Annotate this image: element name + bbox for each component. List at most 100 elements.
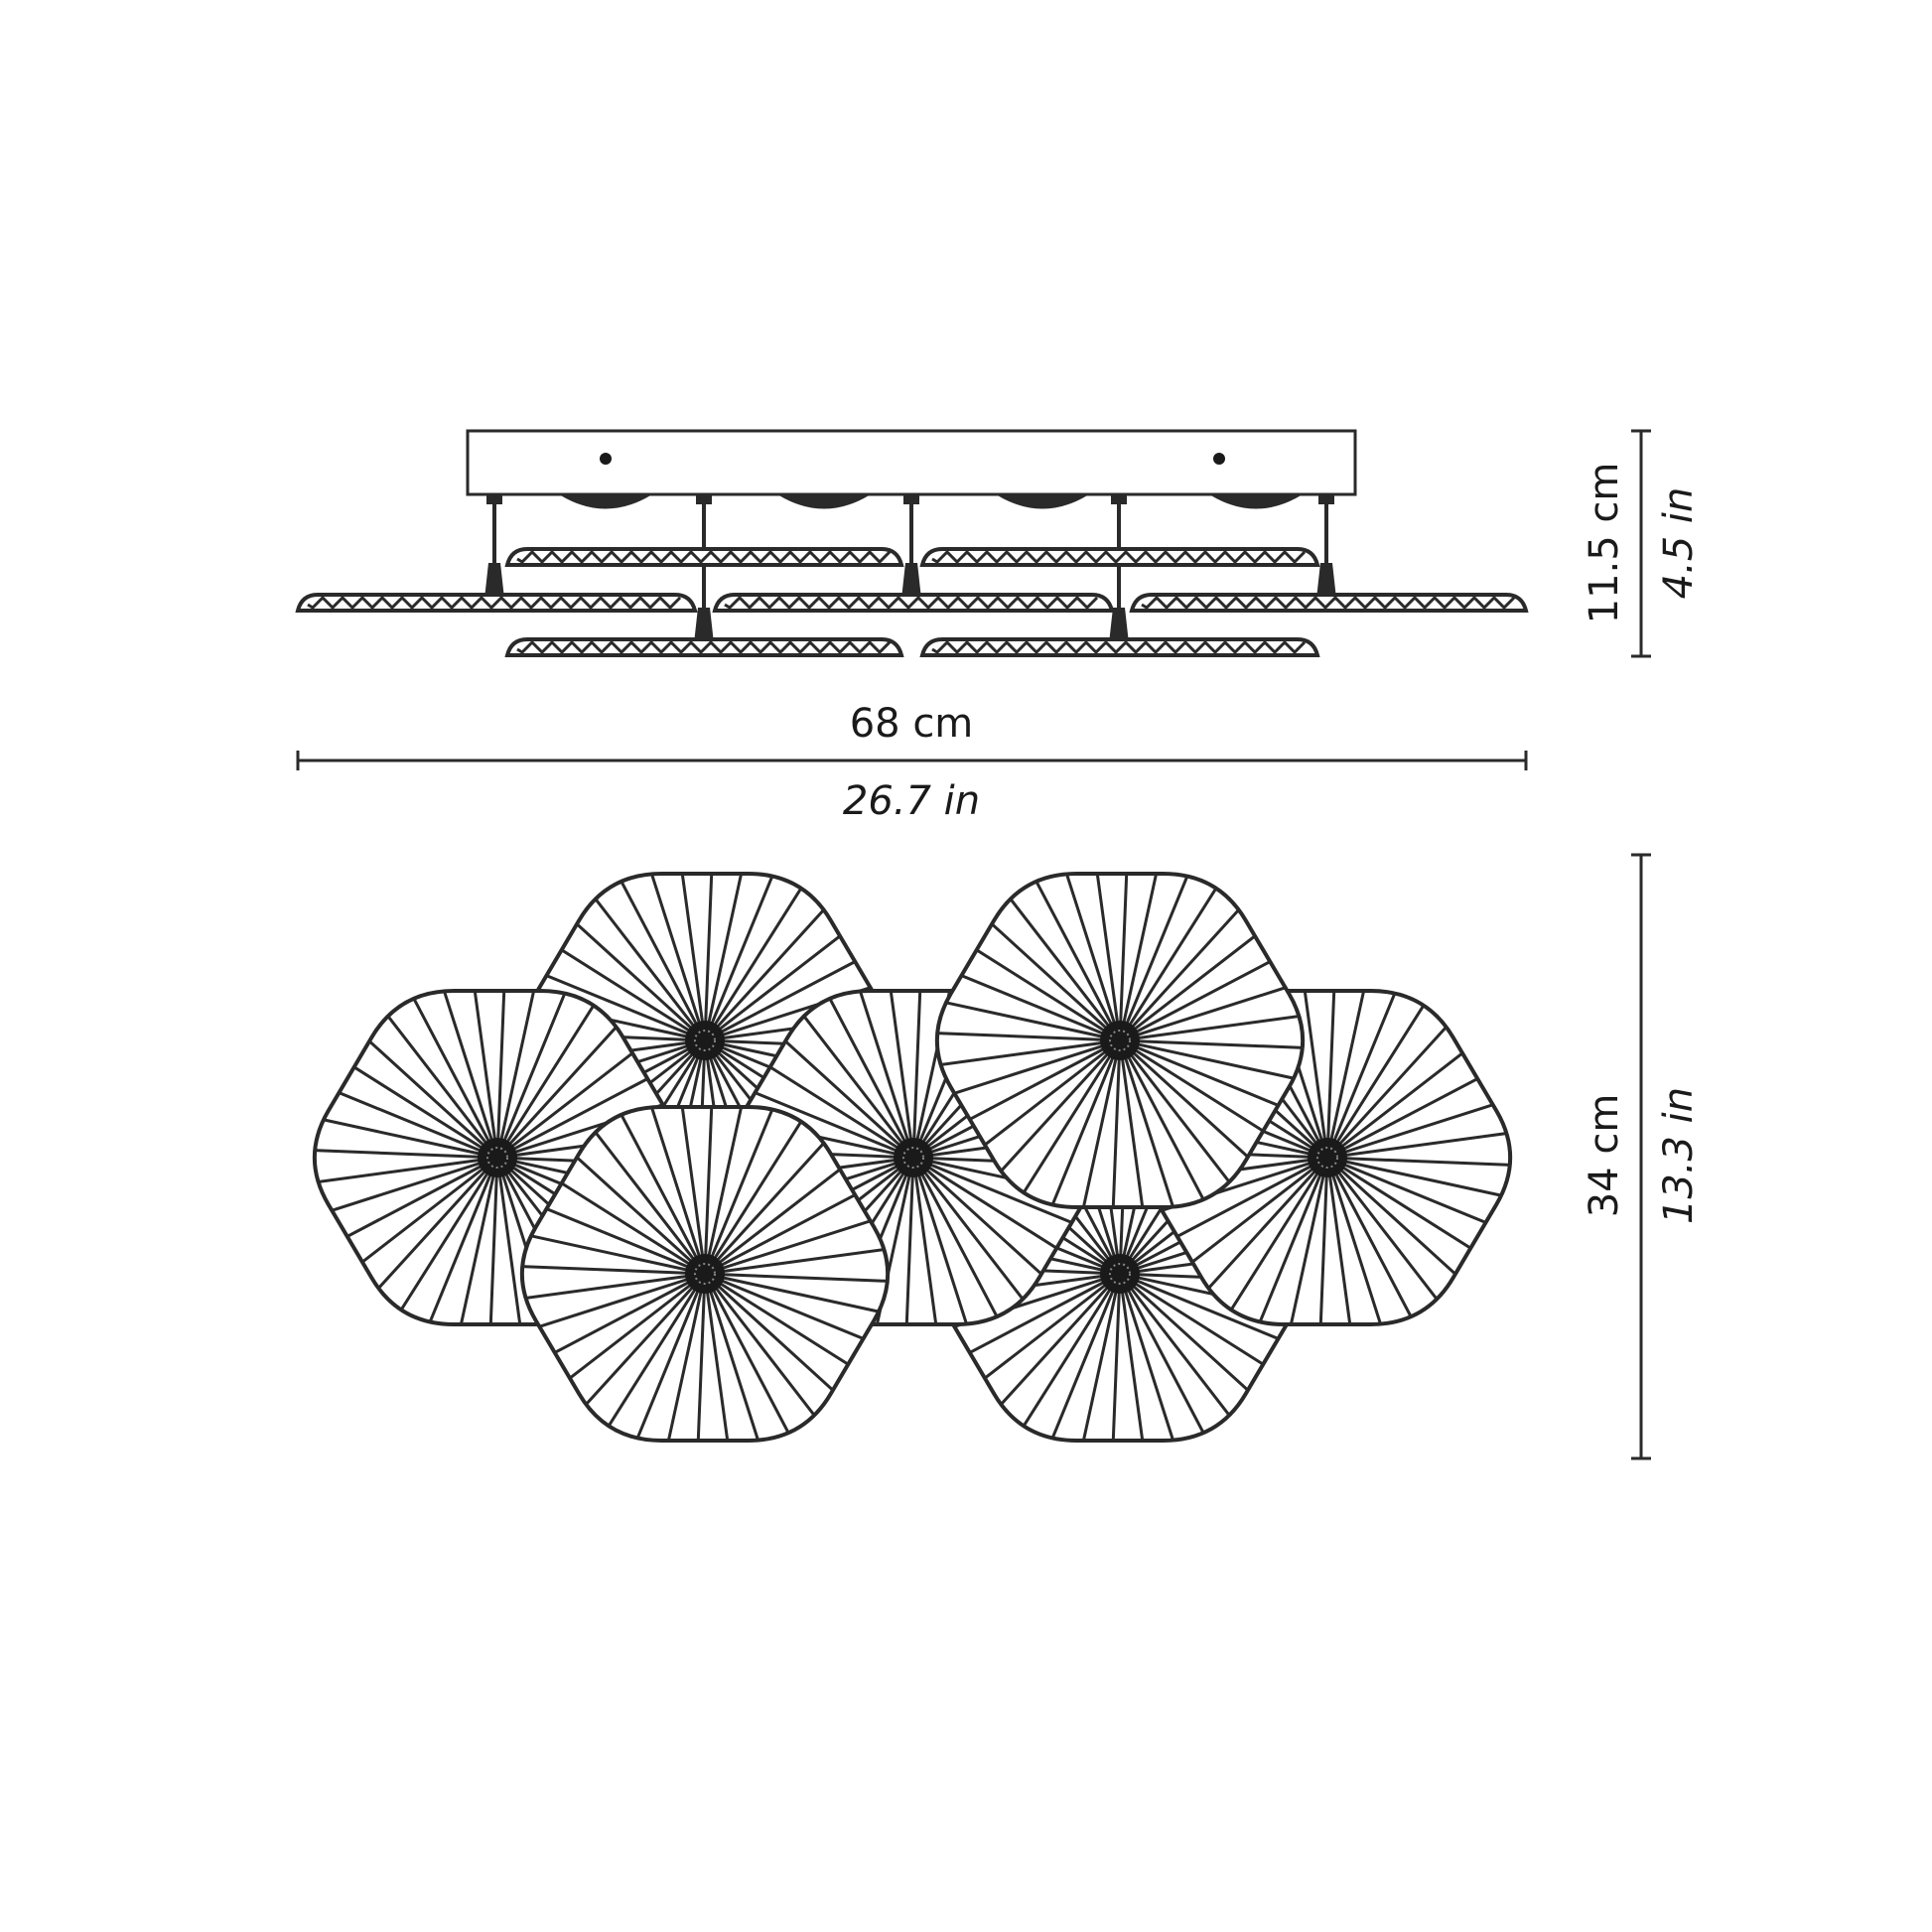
flower-spoke bbox=[693, 1273, 707, 1441]
width-cm-label: 68 cm bbox=[850, 701, 974, 747]
flower-spoke bbox=[485, 1157, 499, 1324]
flower-spoke bbox=[936, 1038, 1121, 1077]
canopy-screw bbox=[600, 453, 612, 465]
canopy-bump bbox=[778, 493, 870, 509]
flower-spoke bbox=[703, 874, 761, 1041]
height-dimension: 11.5 cm 4.5 in bbox=[1582, 429, 1702, 658]
flower-spoke bbox=[1118, 1039, 1157, 1207]
flower-spoke bbox=[936, 1029, 1121, 1042]
flower-spoke bbox=[1326, 1156, 1511, 1170]
flower-spoke bbox=[1291, 991, 1329, 1159]
flower-spoke bbox=[936, 1272, 1121, 1396]
flower-spoke bbox=[704, 918, 889, 1042]
flower-spoke bbox=[521, 1272, 706, 1311]
flower-center bbox=[685, 1254, 725, 1294]
flower-spoke bbox=[911, 991, 925, 1159]
flower-spoke bbox=[495, 991, 637, 1159]
flower-spoke bbox=[1118, 1039, 1242, 1207]
flower-spoke bbox=[1326, 1156, 1511, 1214]
stem-mount bbox=[486, 494, 502, 504]
flower-spoke bbox=[605, 1273, 707, 1441]
flower-spoke bbox=[357, 1157, 499, 1324]
flower-spoke bbox=[461, 991, 499, 1159]
flower-spoke bbox=[495, 1157, 534, 1324]
flower-spoke bbox=[703, 1107, 805, 1275]
flower-spoke bbox=[496, 1035, 681, 1160]
stem-mount bbox=[1111, 494, 1127, 504]
flower-spoke bbox=[704, 1237, 889, 1276]
flower-spoke bbox=[1325, 991, 1339, 1159]
flower-spoke bbox=[703, 1107, 761, 1275]
flower-spoke bbox=[1326, 1035, 1511, 1160]
flower-center bbox=[1100, 1254, 1140, 1294]
leaf-wave bbox=[516, 549, 892, 565]
flower-spoke bbox=[314, 1146, 498, 1160]
flower-spoke bbox=[1063, 1273, 1122, 1441]
leaf-wave bbox=[516, 639, 892, 655]
flower-spoke bbox=[521, 1217, 706, 1276]
flower-spoke bbox=[1118, 874, 1176, 1041]
flower-spoke bbox=[911, 1157, 994, 1324]
depth-in-label: 13.3 in bbox=[1656, 1087, 1702, 1224]
flower-spoke bbox=[565, 1273, 707, 1441]
canopy-bump bbox=[1210, 493, 1302, 509]
flower-spoke bbox=[314, 1156, 498, 1280]
flower-spoke bbox=[545, 1107, 707, 1275]
flower-spoke bbox=[703, 874, 805, 1041]
flower-spoke bbox=[583, 1107, 707, 1275]
flower-center-detail bbox=[486, 1147, 508, 1169]
flower-spoke bbox=[1144, 1156, 1328, 1280]
flower-spoke bbox=[901, 1157, 915, 1324]
flower-spoke bbox=[703, 874, 845, 1041]
flower-spoke bbox=[998, 874, 1122, 1041]
flower-spoke bbox=[911, 1157, 1073, 1324]
flower-spoke bbox=[495, 991, 554, 1159]
leaf-wave bbox=[1141, 595, 1516, 611]
flower-spoke bbox=[1326, 1121, 1511, 1160]
stem-connector bbox=[694, 608, 714, 643]
flower-spoke bbox=[1118, 1273, 1242, 1441]
flower-outline bbox=[519, 1105, 891, 1443]
stem-connector bbox=[1316, 563, 1336, 599]
flower-spoke bbox=[936, 940, 1121, 1042]
flower-center-detail bbox=[1109, 1030, 1131, 1051]
flower-spoke bbox=[1020, 1039, 1122, 1207]
flower-spoke bbox=[936, 984, 1121, 1042]
flower-spoke bbox=[1325, 1157, 1408, 1324]
flower-spoke bbox=[703, 1107, 845, 1275]
flower-spoke bbox=[703, 1273, 865, 1441]
flower-spoke bbox=[730, 1057, 914, 1160]
flower-spoke bbox=[980, 1039, 1122, 1207]
flower-spoke bbox=[624, 874, 707, 1041]
flower-spoke bbox=[495, 991, 598, 1159]
flower-spoke bbox=[1039, 874, 1122, 1041]
flower-spoke bbox=[703, 1273, 785, 1441]
flower-spoke bbox=[521, 1173, 706, 1276]
flower-spoke bbox=[703, 1273, 742, 1441]
canopy-bump bbox=[560, 493, 651, 509]
canopy-screw bbox=[1213, 453, 1225, 465]
width-in-label: 26.7 in bbox=[843, 778, 980, 824]
flower-spoke bbox=[314, 1057, 498, 1160]
width-dimension: 68 cm 26.7 in bbox=[296, 701, 1528, 824]
flower-center bbox=[685, 1021, 725, 1060]
flower-outline bbox=[934, 872, 1306, 1209]
flower-spoke bbox=[521, 1262, 706, 1276]
flower-spoke bbox=[1119, 960, 1304, 1042]
flower-spoke bbox=[1118, 1039, 1200, 1207]
stem-connector bbox=[1109, 608, 1129, 643]
flower-center-detail bbox=[1316, 1147, 1338, 1169]
flower-spoke bbox=[1227, 1157, 1329, 1324]
flower-spoke bbox=[314, 1101, 498, 1160]
flower-spoke bbox=[521, 940, 706, 1042]
flower-center bbox=[478, 1138, 517, 1177]
flower-spoke bbox=[668, 874, 707, 1041]
flower-spoke bbox=[495, 991, 509, 1159]
flower-spoke bbox=[1108, 1273, 1122, 1441]
flower-center bbox=[1100, 1021, 1140, 1060]
flower-spoke bbox=[521, 1272, 706, 1396]
flower-center bbox=[894, 1138, 933, 1177]
flower-spoke bbox=[314, 1156, 498, 1238]
flower-spoke bbox=[704, 1193, 889, 1276]
